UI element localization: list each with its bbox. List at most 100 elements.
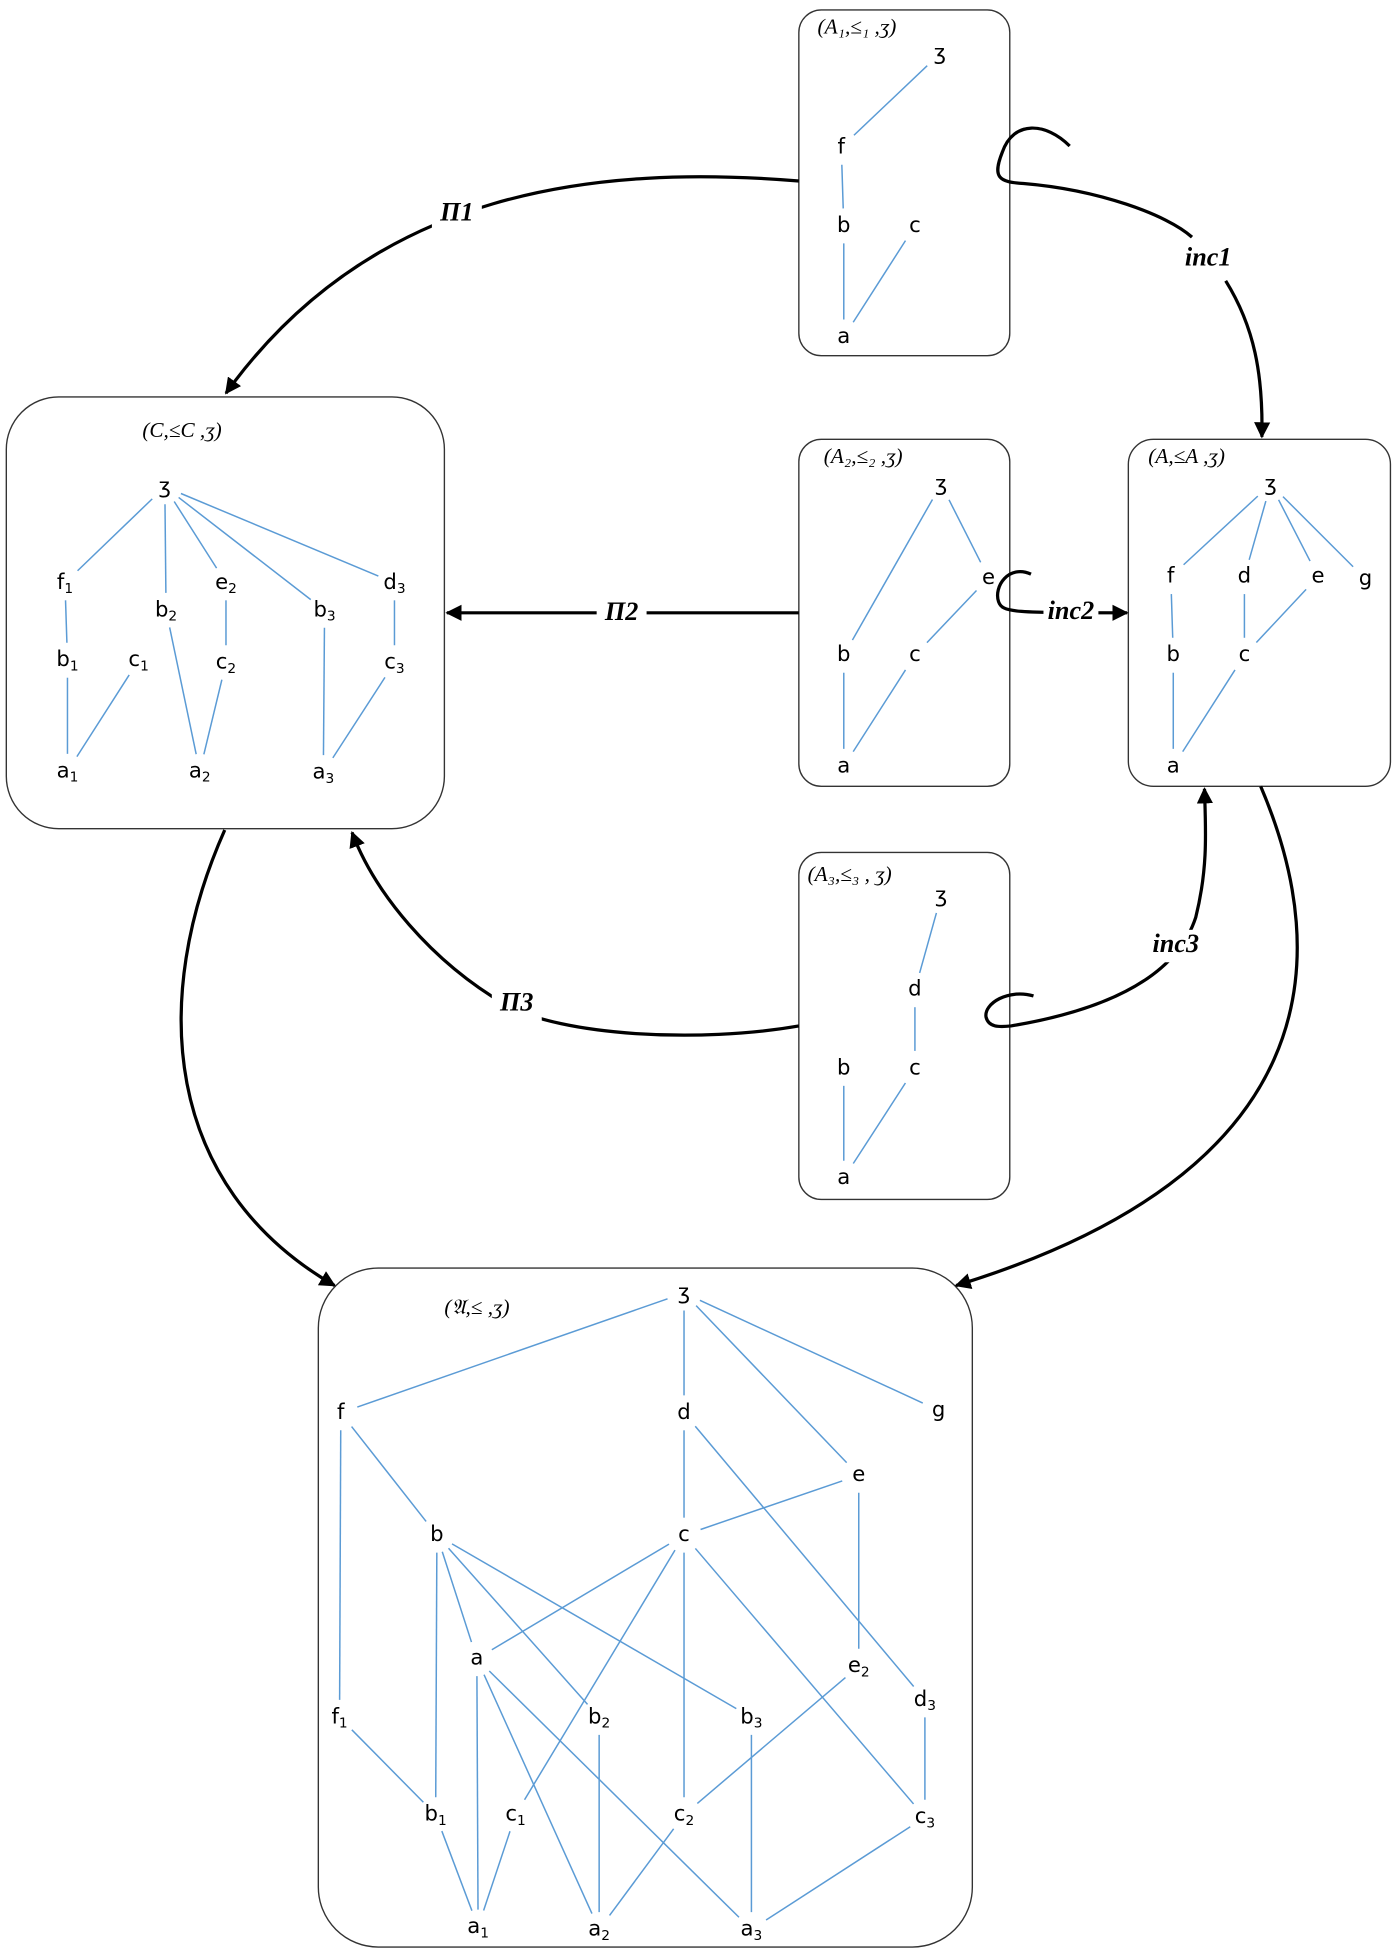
title-A3: (A₃,≤₃ , ʒ) (808, 862, 892, 886)
edge-U-b-b2 (447, 1547, 589, 1705)
edge-A3-c-a (852, 1082, 907, 1164)
edge-U-e-c (700, 1480, 843, 1531)
node-A3-z: ʒ (935, 883, 947, 908)
node-A-e: e (1312, 564, 1325, 589)
edge-U-e2-c2 (696, 1676, 846, 1804)
node-U-g: g (932, 1397, 945, 1422)
edge-A-c-a (1182, 669, 1236, 753)
edge-A2-e-c (926, 590, 978, 644)
edge-U-c-c1 (523, 1549, 676, 1801)
edge-U-a-a3 (488, 1670, 740, 1918)
edge-C-z-f1 (77, 498, 153, 572)
edge-C-z-e2 (173, 501, 218, 569)
edge-A2-z-b (851, 499, 934, 641)
node-A1-z: ʒ (934, 41, 946, 66)
node-A3-c: c (909, 1055, 921, 1080)
node-U-c: c (678, 1522, 690, 1547)
node-A1-f: f (838, 134, 846, 159)
edge-A-e-c (1255, 588, 1307, 644)
box-A3 (798, 851, 1011, 1201)
arrow-C-to-U (179, 829, 336, 1287)
arrow-inc1 (996, 126, 1194, 239)
node-U-e: e (852, 1462, 865, 1487)
node-A1-c: c (909, 213, 921, 238)
node-A2-b: b (837, 642, 850, 667)
edge-U-c1-a1 (482, 1831, 511, 1911)
node-A-c: c (1239, 642, 1251, 667)
node-A1-a: a (837, 324, 850, 349)
node-A3-b: b (837, 1055, 850, 1080)
node-A3-d: d (908, 977, 921, 1002)
edge-C-z-b3 (178, 496, 312, 601)
node-A-g: g (1359, 566, 1372, 591)
node-A2-a: a (837, 753, 850, 778)
box-A (1127, 438, 1392, 787)
box-A1 (798, 9, 1011, 357)
edge-A-z-g (1282, 496, 1354, 568)
edge-U-b-a (441, 1551, 473, 1643)
edge-U-b-b1 (434, 1552, 438, 1798)
label-pi3: П3 (499, 988, 533, 1017)
arrow-A-to-U (954, 785, 1299, 1290)
node-A2-z: ʒ (935, 471, 947, 496)
edge-A1-z-f (853, 65, 928, 136)
arrow-inc1-tail (1224, 279, 1271, 439)
arrow-inc3 (984, 787, 1214, 1029)
node-A-z: ʒ (1264, 471, 1276, 496)
node-C-z: ʒ (159, 474, 171, 499)
node-A-a: a (1167, 753, 1180, 778)
node-U-d: d (677, 1400, 690, 1425)
edge-U-f1-b1 (351, 1729, 424, 1803)
title-A2: (A₂,≤₂ ,ʒ) (824, 444, 903, 468)
edge-U-b1-a1 (441, 1830, 473, 1911)
node-A-d: d (1238, 564, 1251, 589)
edge-A-z-f (1183, 495, 1259, 566)
edge-C-c2-a2 (203, 679, 223, 755)
arrow-pi1 (224, 175, 799, 395)
edge-C-c3-a3 (332, 676, 386, 759)
edge-C-z-d3 (180, 492, 379, 577)
edge-C-c1-a1 (76, 674, 130, 758)
title-A: (A,≤A ,ʒ) (1148, 444, 1225, 468)
edge-U-f-f1 (338, 1430, 342, 1700)
edge-U-a-a2 (483, 1674, 593, 1914)
edge-U-c3-a3 (765, 1826, 911, 1921)
title-C: (C,≤C ,ʒ) (142, 418, 221, 442)
edge-U-d-d3 (694, 1425, 915, 1687)
label-inc2: inc2 (1048, 596, 1095, 625)
edge-C-b3-a3 (322, 627, 326, 756)
node-U-f: f (337, 1400, 345, 1425)
edge-U-z-g (699, 1299, 924, 1404)
edge-C-f1-b1 (64, 600, 68, 643)
node-A2-c: c (909, 642, 921, 667)
edge-U-c-a (491, 1543, 670, 1651)
edge-U-b-b3 (451, 1543, 737, 1710)
edge-A2-c-a (852, 669, 907, 753)
label-inc3: inc3 (1152, 929, 1199, 958)
edge-U-c2-a2 (608, 1828, 675, 1916)
node-A3-a: a (837, 1165, 850, 1190)
edge-A-z-d (1248, 500, 1267, 561)
box-A2 (798, 438, 1011, 787)
node-U-b: b (430, 1522, 443, 1547)
edge-A-z-e (1277, 499, 1311, 562)
node-A2-e: e (982, 565, 995, 590)
node-A1-b: b (837, 213, 850, 238)
edge-C-b2-a2 (168, 627, 197, 755)
edge-A1-c-a (852, 240, 907, 323)
arrow-pi3 (349, 830, 800, 1037)
label-pi2: П2 (604, 597, 638, 626)
title-A1: (A₁,≤₁ ,ʒ) (818, 15, 897, 39)
node-A-f: f (1167, 564, 1175, 589)
edge-U-z-e (695, 1305, 848, 1464)
node-U-a: a (470, 1646, 483, 1671)
label-inc1: inc1 (1185, 243, 1232, 272)
node-U-z: ʒ (678, 1280, 690, 1305)
edge-U-a-a1 (476, 1676, 479, 1910)
edge-A2-z-e (948, 499, 982, 563)
edge-A1-f-b (841, 164, 844, 209)
box-U (317, 1267, 974, 1948)
edge-U-c-c3 (694, 1547, 915, 1805)
edge-A-f-b (1170, 594, 1174, 638)
